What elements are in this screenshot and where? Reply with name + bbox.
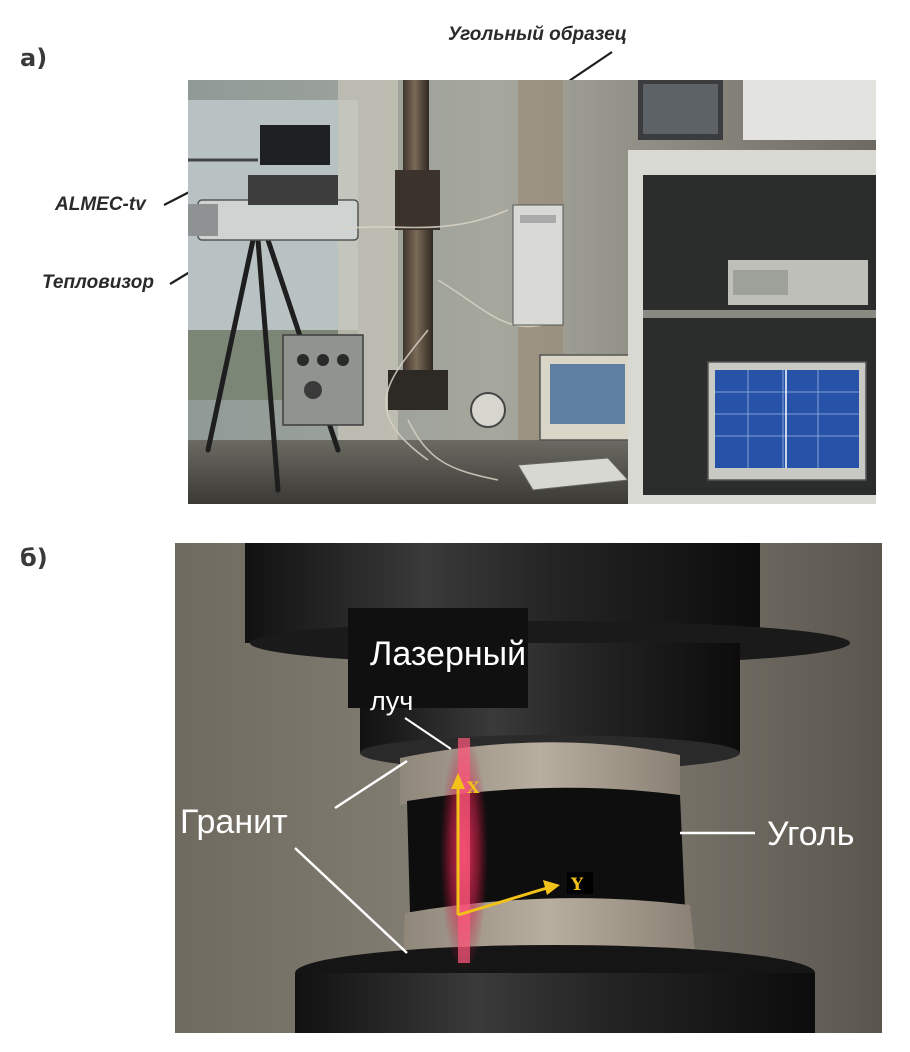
label-axis-x: X [467,778,480,797]
label-laser-beam-line2: луч [370,686,413,716]
callout-thermal-imager: Тепловизор [42,272,154,293]
coal-sample-photo: Лазерный луч Гранит Уголь X Y [175,543,882,1033]
label-granite: Гранит [180,803,288,841]
label-coal: Уголь [767,815,854,853]
lab-setup-photo [188,80,876,504]
panel-a-label: а) [20,44,48,72]
label-laser-beam-line1: Лазерный [370,635,526,673]
callout-coal-sample: Угольный образец [448,24,627,45]
panel-b-label: б) [20,544,48,572]
label-axis-y: Y [570,875,584,895]
callout-almec-tv: ALMEC-tv [55,194,146,215]
